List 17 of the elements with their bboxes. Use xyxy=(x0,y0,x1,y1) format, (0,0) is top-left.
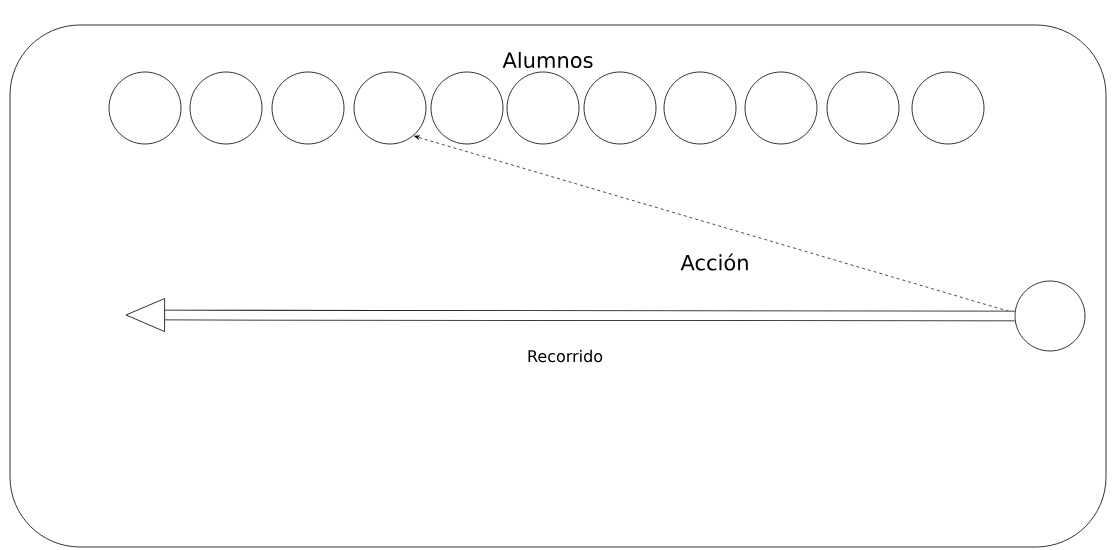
student-circle xyxy=(826,71,900,145)
student-circle xyxy=(506,71,580,145)
edge-label: Acción xyxy=(680,253,748,271)
student-circle xyxy=(271,71,345,145)
classroom-frame xyxy=(9,24,1107,548)
group-label: Alumnos xyxy=(502,51,593,69)
teacher-circle xyxy=(1014,280,1086,352)
student-circle xyxy=(108,71,182,145)
block-arrow xyxy=(125,298,1015,332)
student-circle xyxy=(663,71,737,145)
student-circle xyxy=(353,71,427,145)
student-circle xyxy=(430,71,504,145)
student-circle xyxy=(583,71,657,145)
student-circle xyxy=(911,71,985,145)
student-circle xyxy=(189,71,263,145)
edge-label: Recorrido xyxy=(528,349,603,363)
student-circle xyxy=(744,71,818,145)
